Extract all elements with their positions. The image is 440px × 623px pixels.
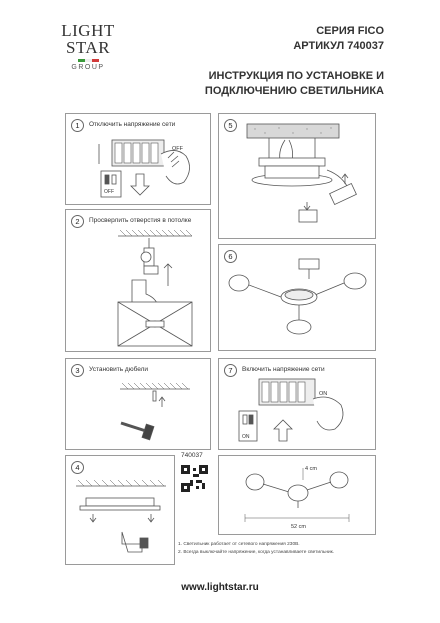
wiring-icon (246, 123, 357, 223)
step-3-text: Установить дюбели (89, 366, 149, 373)
step-7-badge: 7 (224, 364, 237, 377)
note-2: 2. Всегда выключайте напряжение, когда у… (178, 550, 335, 555)
step-2-text: Просверлить отверстия в потолке (89, 217, 192, 224)
step-7-text: Включить напряжение сети (242, 366, 325, 373)
switch-on-label: ON (319, 391, 327, 397)
dimension-article: 740037 (181, 452, 203, 459)
step-6-badge: 6 (224, 250, 237, 263)
step-4-badge: 4 (71, 461, 84, 474)
switch-off-label: OFF (172, 146, 184, 152)
step-2-badge: 2 (71, 215, 84, 228)
title-line2: ПОДКЛЮЧЕНИЮ СВЕТИЛЬНИКА (204, 85, 384, 97)
step-1-panel: 1 Отключить напряжение сети OFF OFF (65, 113, 211, 205)
mount-plate-icon (76, 479, 166, 553)
step-3-badge: 3 (71, 364, 84, 377)
website-link[interactable]: www.lightstar.ru (181, 582, 259, 593)
dimensions-panel: 52 cm 4 cm (218, 455, 376, 535)
document-title: ИНСТРУКЦИЯ ПО УСТАНОВКЕ И ПОДКЛЮЧЕНИЮ СВ… (124, 69, 384, 99)
step-7-panel: 7 Включить напряжение сети ON ON (218, 358, 376, 450)
notes-block: 1. Светильник работает от сетевого напря… (178, 541, 334, 557)
step-5-badge: 5 (224, 119, 237, 132)
flag-icon (52, 59, 124, 62)
drill-icon (117, 229, 193, 347)
hammer-icon (120, 382, 190, 441)
step-1-text: Отключить напряжение сети (89, 121, 176, 128)
dimensions-drawing: 52 cm 4 cm (244, 466, 350, 530)
switch-off-icon: OFF OFF (98, 139, 190, 198)
article-number: АРТИКУЛ 740037 (293, 40, 384, 52)
step-5-panel: 5 (218, 113, 376, 239)
height-dimension: 4 cm (305, 466, 317, 472)
logo-line3: GROUP (71, 64, 105, 71)
logo-line1: LIGHT (61, 21, 115, 40)
logo-line2: STAR (65, 38, 111, 57)
switch-on-sub-label: ON (242, 434, 250, 440)
step-6-panel: 6 (218, 244, 376, 351)
series-name: СЕРИЯ FICO (316, 25, 384, 37)
brand-logo: LIGHT STAR GROUP (52, 22, 124, 71)
series-block: СЕРИЯ FICO АРТИКУЛ 740037 (293, 24, 384, 54)
step-1-badge: 1 (71, 119, 84, 132)
title-line1: ИНСТРУКЦИЯ ПО УСТАНОВКЕ И (208, 70, 384, 82)
width-dimension: 52 cm (291, 524, 306, 530)
note-1: 1. Светильник работает от сетевого напря… (178, 542, 300, 547)
switch-on-icon: ON ON (238, 378, 344, 442)
step-2-panel: 2 Просверлить отверстия в потолке (65, 209, 211, 352)
step-3-panel: 3 Установить дюбели (65, 358, 211, 450)
step-4-panel: 4 (65, 455, 175, 565)
qr-code-icon (181, 465, 208, 492)
lamp-assembly-icon (228, 258, 367, 335)
switch-off-sub-label: OFF (104, 189, 114, 195)
